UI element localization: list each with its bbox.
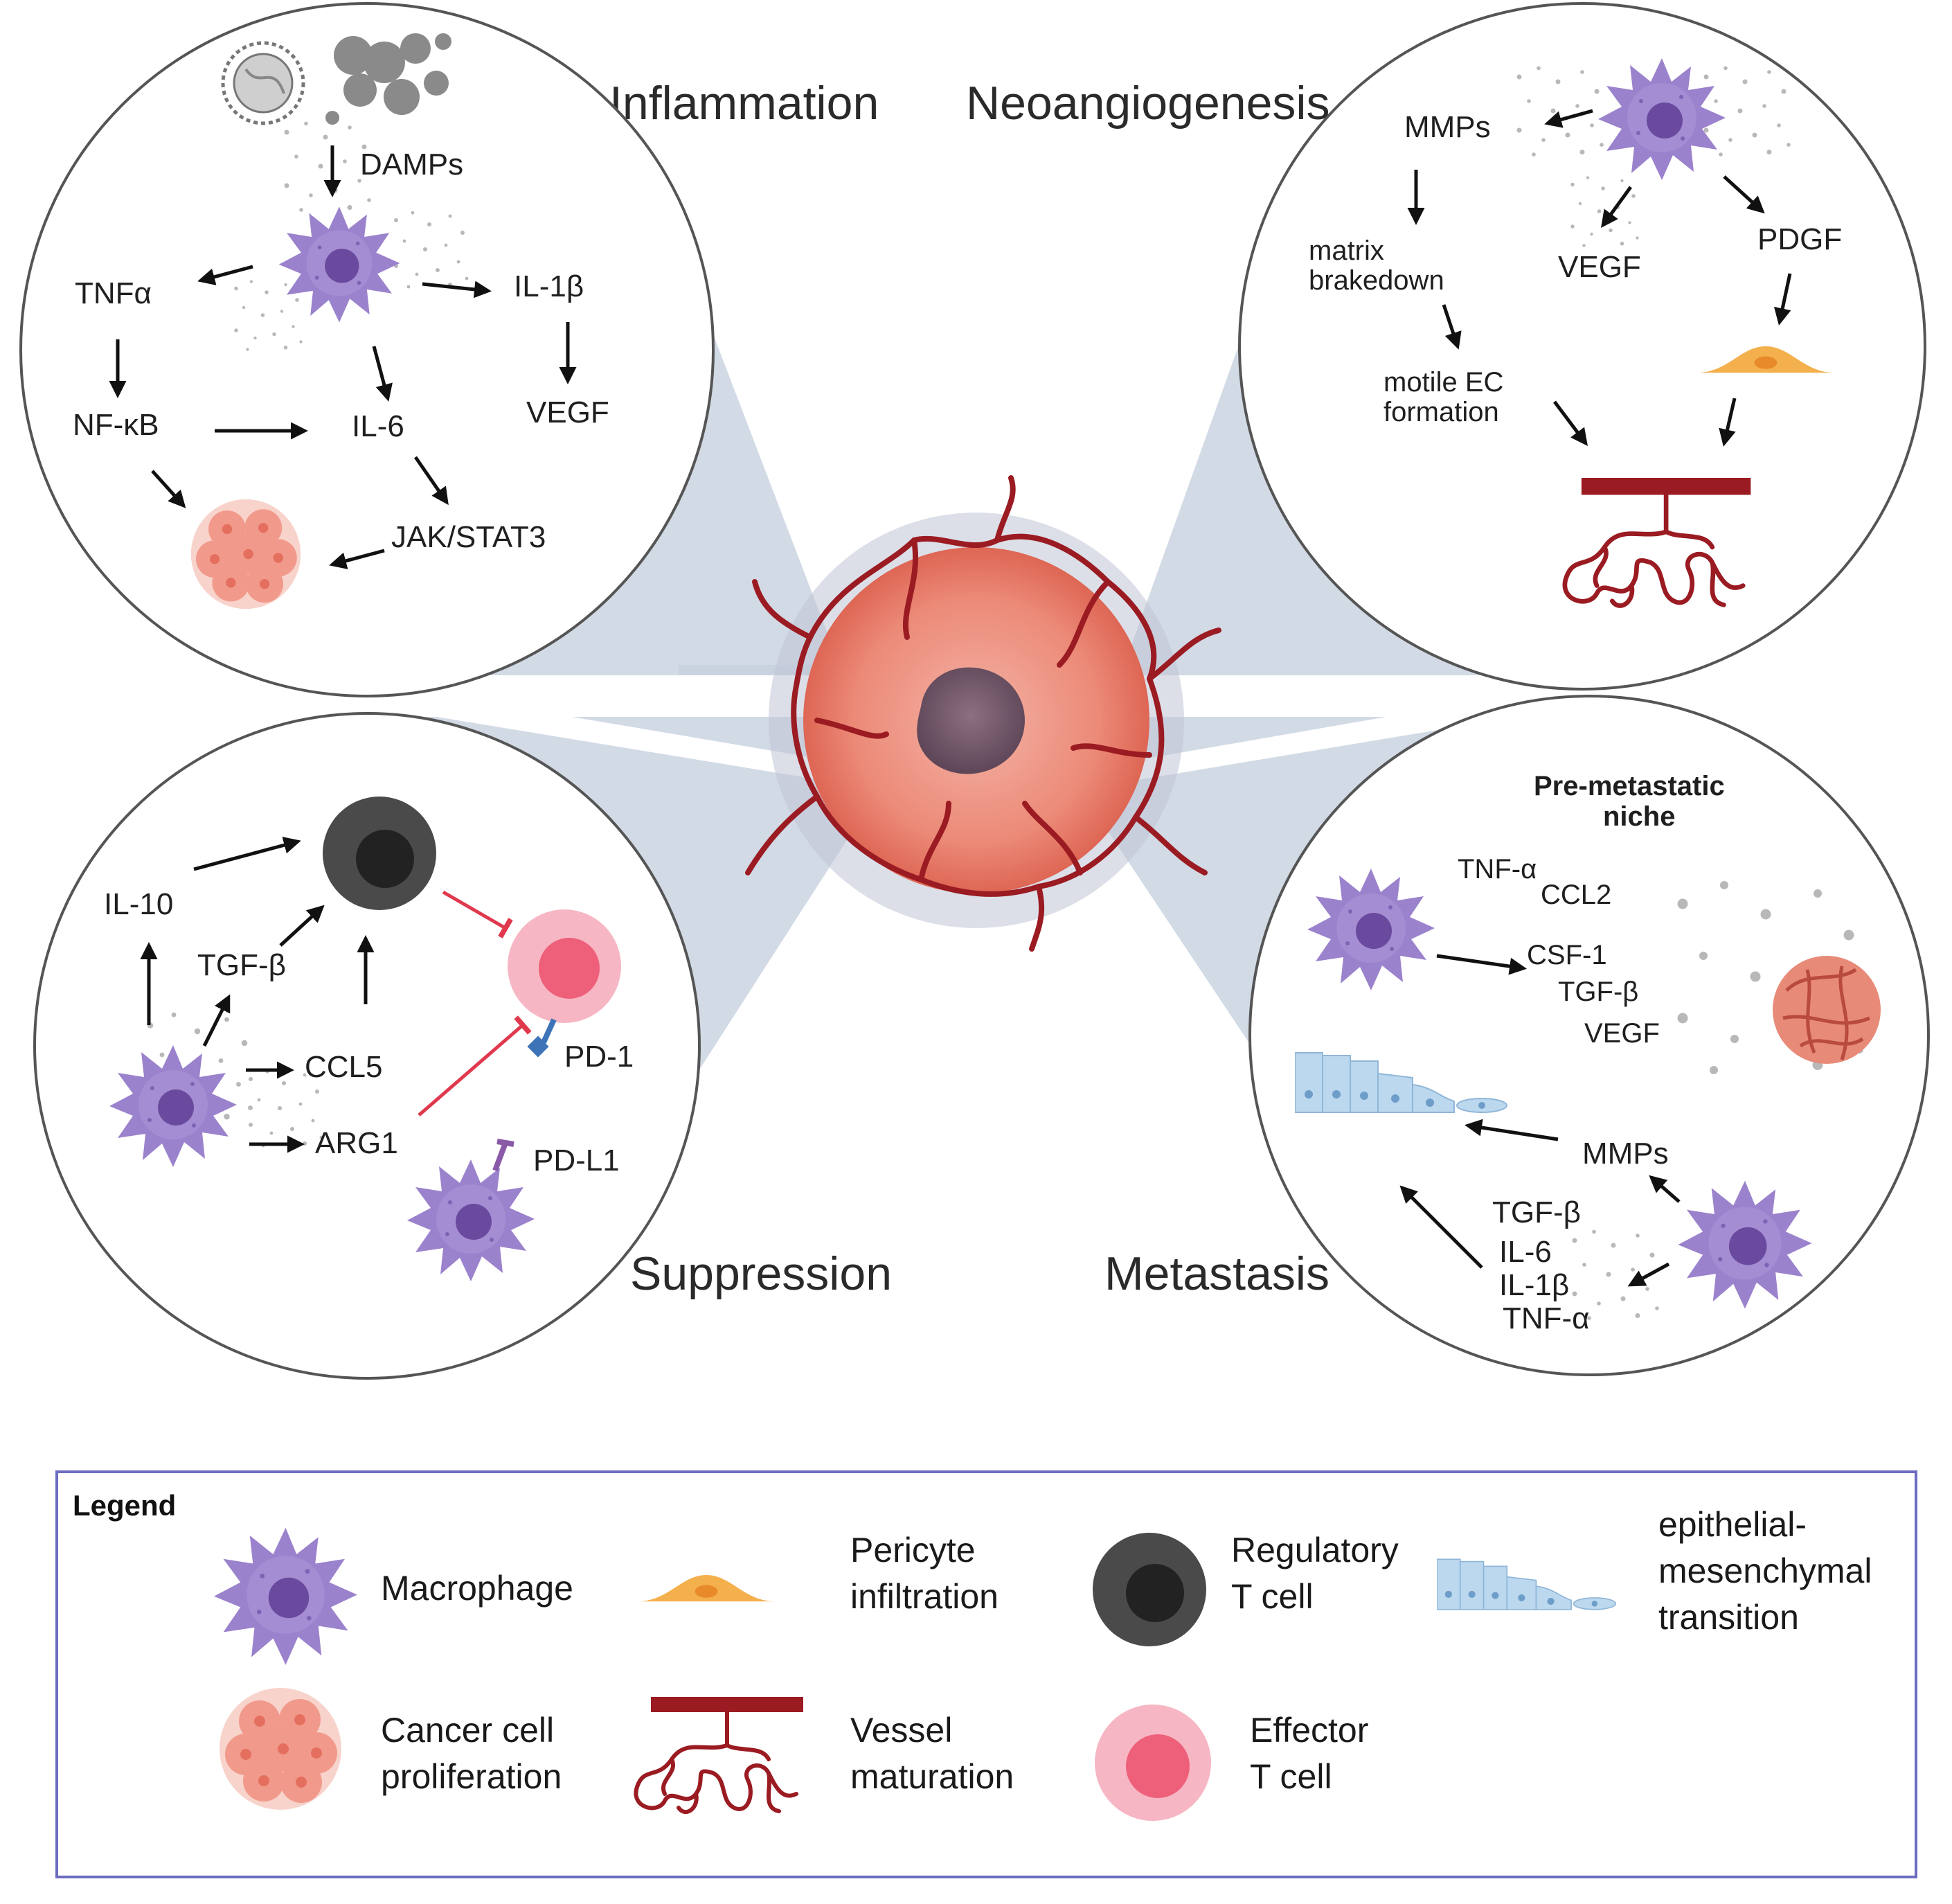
panel-suppression: IL-10 TGF-β CCL5 ARG1 PD-1 PD-L1 [33,712,701,1380]
label-pd1: PD-1 [564,1040,634,1074]
neoangiogenesis-arrows [1407,109,1792,447]
suppression-arrows [140,837,375,1153]
label-pdgf: PDGF [1757,222,1842,256]
label-vegf: VEGF [526,395,609,429]
metastasis-arrows [1399,954,1681,1287]
legend: Legend Macrophage Pericyte infiltration … [55,1470,1917,1878]
legend-pericyte-line1: Pericyte [850,1531,976,1569]
label-csf1: CSF-1 [1527,940,1607,970]
label-tgfb2: TGF-β [1492,1195,1581,1229]
virus-icon [221,41,305,125]
panel-neoangiogenesis: MMPs VEGF PDGF matrix brakedown motile E… [1238,2,1926,691]
legend-emt-line2: mesenchymal [1658,1551,1872,1590]
inhibition-arrows [418,890,532,1116]
legend-pericyte-line2: infiltration [850,1577,999,1616]
legend-macrophage: Macrophage [381,1569,573,1608]
legend-emt-line3: transition [1658,1598,1799,1637]
label-tgfb1: TGF-β [1558,977,1638,1007]
effector-t-cell-icon [508,909,621,1023]
legend-treg-line2: T cell [1231,1577,1314,1616]
label-niche-line1: Pre-metastatic [1534,771,1725,801]
legend-cancer-icon [220,1688,341,1810]
label-matrix-line1: matrix [1309,235,1384,266]
label-mmps: MMPs [1404,110,1491,144]
legend-effector-line2: T cell [1250,1757,1332,1796]
label-il6: IL-6 [352,409,404,443]
central-tumor [745,475,1221,952]
label-tnfa2: TNF-α [1503,1301,1590,1335]
legend-emt-line1: epithelial- [1658,1505,1807,1544]
label-nfkb: NF-κB [73,408,159,442]
metastatic-tumor-icon [1773,956,1881,1064]
panel-metastasis: Pre-metastatic niche TNF-α CCL2 CSF-1 TG… [1248,695,1930,1376]
title-neoangiogenesis: Neoangiogenesis [966,77,1330,130]
label-matrix-line2: brakedown [1309,265,1444,296]
treg-cell-icon [323,797,436,910]
label-vegf: VEGF [1558,250,1641,284]
panel-inflammation: DAMPs TNFα IL-1β NF-κB IL-6 VEGF JAK/STA… [19,2,715,697]
legend-effector-line1: Effector [1250,1711,1368,1750]
pdl1-ligand-icon [492,1139,514,1172]
label-tnfa1: TNF-α [1458,854,1537,884]
label-vegf: VEGF [1584,1018,1660,1049]
label-il6: IL-6 [1499,1235,1552,1269]
label-ccl5: CCL5 [305,1050,383,1084]
title-inflammation: Inflammation [609,77,879,130]
legend-treg-line1: Regulatory [1231,1531,1399,1569]
title-suppression: Suppression [630,1247,892,1300]
label-pdl1: PD-L1 [533,1144,620,1177]
title-metastasis: Metastasis [1104,1247,1329,1300]
legend-vessel-line2: maturation [850,1757,1014,1796]
label-il1b: IL-1β [514,269,584,303]
label-motile-line1: motile EC [1384,367,1503,398]
label-arg1: ARG1 [315,1126,398,1160]
label-motile-line2: formation [1384,397,1499,427]
legend-cancer-line2: proliferation [381,1757,562,1796]
label-jakstat3: JAK/STAT3 [391,520,546,554]
cancer-cell-icon [190,499,301,610]
legend-treg-icon [1093,1533,1206,1646]
label-tgfb: TGF-β [197,948,286,982]
label-il1b: IL-1β [1499,1268,1569,1302]
label-damps: DAMPs [360,148,463,181]
legend-effector-icon [1095,1705,1211,1821]
label-mmps: MMPs [1582,1137,1669,1171]
label-il10: IL-10 [104,887,173,921]
cell-debris-icon [325,33,451,125]
label-ccl2: CCL2 [1541,880,1611,910]
inflammation-arrows [109,145,577,569]
legend-vessel-line1: Vessel [850,1711,952,1750]
label-niche-line2: niche [1603,801,1675,832]
label-tnfa: TNFα [75,276,152,310]
legend-title: Legend [73,1489,176,1522]
legend-cancer-line1: Cancer cell [381,1711,554,1750]
